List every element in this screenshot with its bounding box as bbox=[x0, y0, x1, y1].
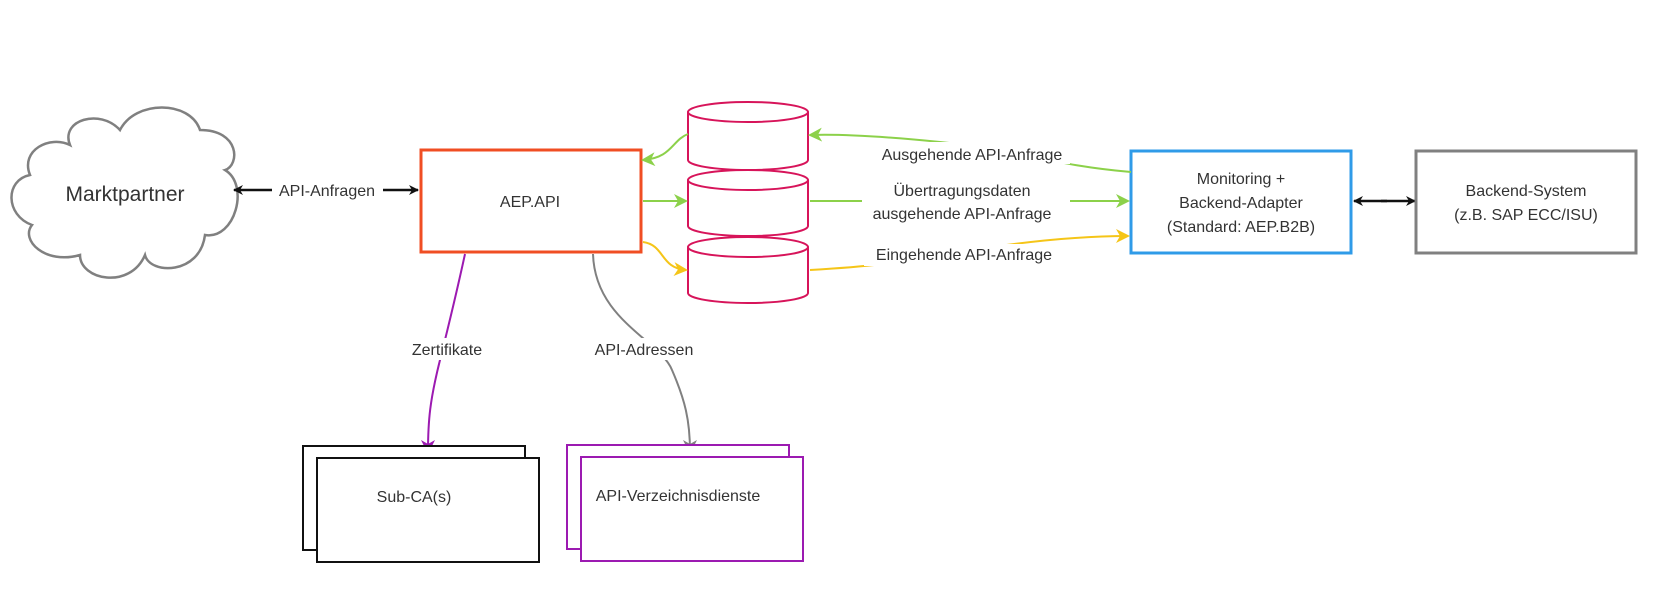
monitoring-label-line2: Backend-Adapter bbox=[1179, 195, 1303, 212]
edge-api-anfragen: API-Anfragen bbox=[233, 183, 419, 200]
marktpartner-node[interactable]: Marktpartner bbox=[10, 106, 239, 279]
edge-aep-to-db-incoming bbox=[642, 241, 688, 277]
marktpartner-label: Marktpartner bbox=[65, 183, 184, 206]
backend-node[interactable]: Backend-System (z.B. SAP ECC/ISU) bbox=[1414, 149, 1638, 255]
api-directory-label: API-Verzeichnisdienste bbox=[596, 488, 761, 505]
monitoring-label-line3: (Standard: AEP.B2B) bbox=[1167, 219, 1315, 236]
edge-uebertragung: Übertragungsdaten ausgehende API-Anfrage bbox=[810, 178, 1130, 226]
monitoring-node[interactable]: Monitoring + Backend-Adapter (Standard: … bbox=[1129, 149, 1353, 255]
aep-api-label: AEP.API bbox=[500, 194, 560, 211]
edge-label-ausgehende: Ausgehende API-Anfrage bbox=[882, 147, 1063, 164]
edge-label-uebertragung-line1: Übertragungsdaten bbox=[894, 182, 1031, 200]
sub-ca-label: Sub-CA(s) bbox=[377, 489, 452, 506]
edge-label-uebertragung-line2: ausgehende API-Anfrage bbox=[873, 206, 1052, 223]
database-incoming[interactable] bbox=[687, 236, 809, 304]
api-directory-node[interactable]: API-Verzeichnisdienste bbox=[566, 444, 804, 562]
edge-ausgehende: Ausgehende API-Anfrage bbox=[808, 127, 1132, 173]
edge-label-zertifikate: Zertifikate bbox=[412, 342, 482, 359]
cloud-icon bbox=[10, 106, 239, 279]
database-transfer[interactable] bbox=[687, 169, 809, 237]
edge-label-api-adressen: API-Adressen bbox=[595, 342, 694, 359]
sub-ca-node[interactable]: Sub-CA(s) bbox=[302, 445, 540, 563]
edge-label-api-anfragen: API-Anfragen bbox=[279, 183, 375, 200]
database-outgoing[interactable] bbox=[687, 101, 809, 171]
backend-label-line2: (z.B. SAP ECC/ISU) bbox=[1454, 207, 1598, 224]
edge-api-adressen: API-Adressen bbox=[586, 253, 702, 454]
backend-label-line1: Backend-System bbox=[1466, 183, 1587, 200]
monitoring-label-line1: Monitoring + bbox=[1197, 171, 1286, 188]
edge-label-eingehende: Eingehende API-Anfrage bbox=[876, 247, 1052, 264]
edge-zertifikate: Zertifikate bbox=[398, 253, 498, 454]
edge-db-to-aep bbox=[641, 133, 689, 167]
edge-eingehende: Eingehende API-Anfrage bbox=[809, 229, 1130, 271]
aep-api-node[interactable]: AEP.API bbox=[419, 148, 643, 254]
